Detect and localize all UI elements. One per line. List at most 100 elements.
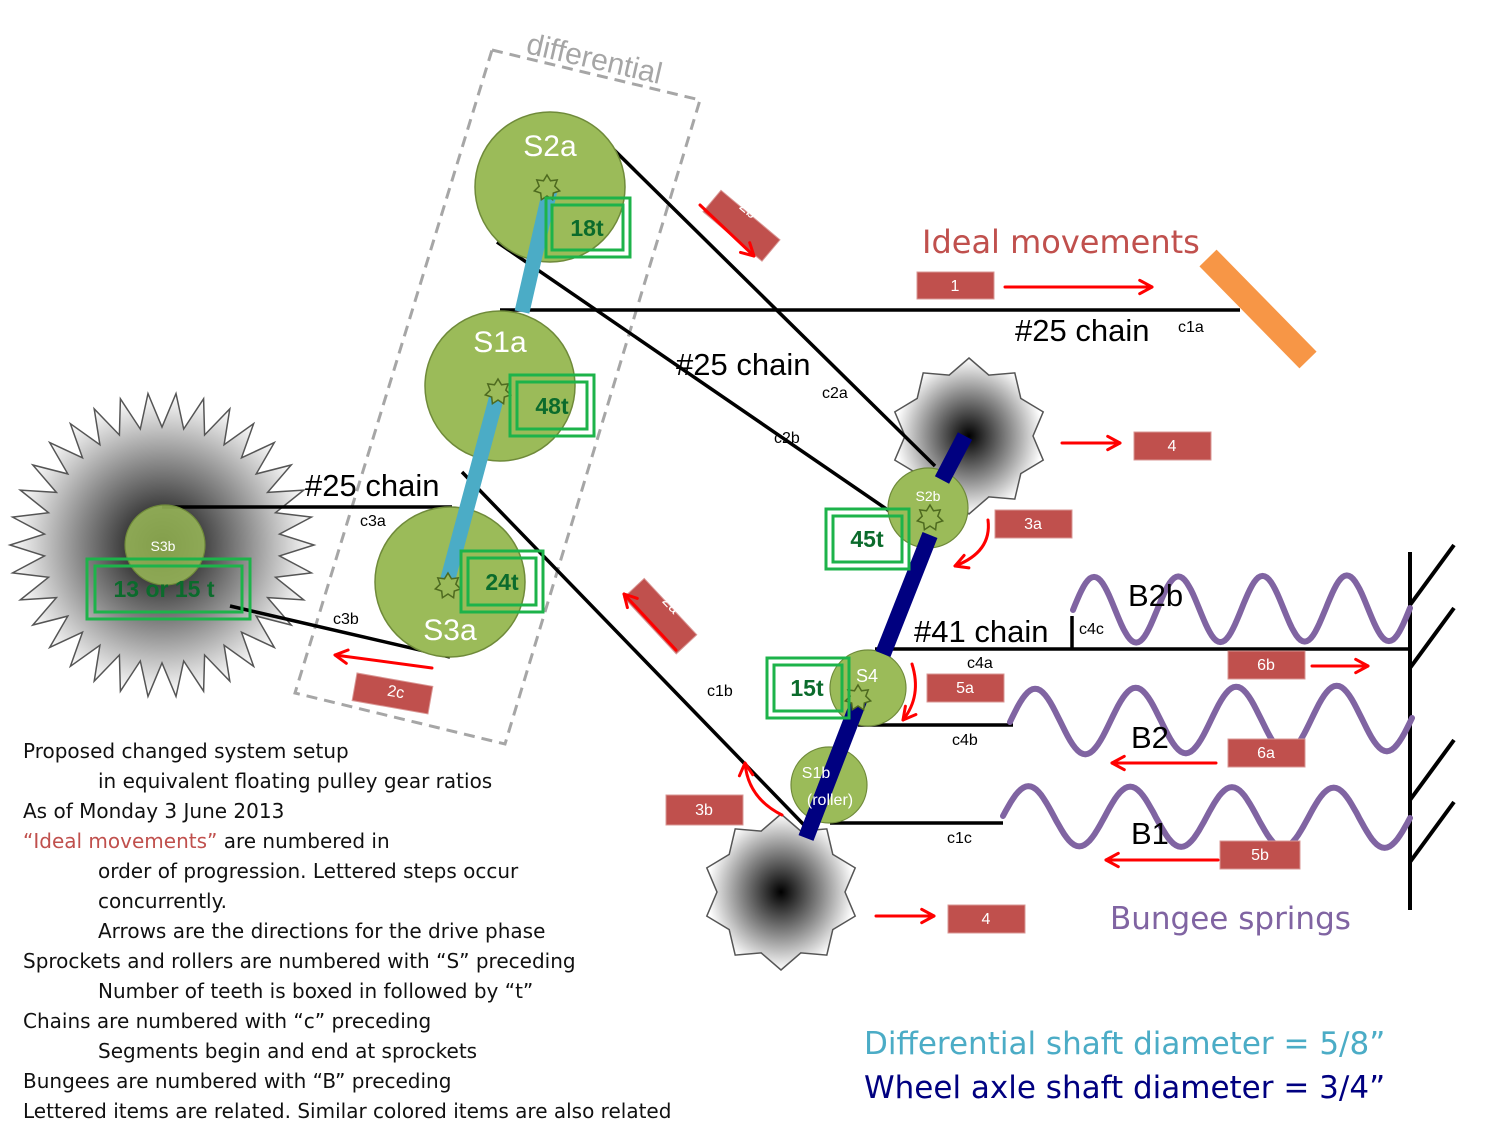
teeth-box-48t-outer bbox=[508, 373, 596, 438]
wheel-axle-shaft-top bbox=[934, 432, 973, 484]
arrow-step-2b bbox=[698, 203, 756, 258]
label-s1b-roller: (roller) bbox=[807, 792, 853, 809]
label-s2b: S2b bbox=[916, 488, 941, 504]
differential-shaft-diameter: Differential shaft diameter = 5/8” bbox=[864, 1026, 1386, 1062]
bungee-springs-title: Bungee springs bbox=[1110, 901, 1351, 937]
chain-25-label-left: #25 chain bbox=[305, 468, 439, 503]
step-5b-label: 5b bbox=[1251, 847, 1269, 864]
teeth-box-24t-outer bbox=[459, 549, 545, 614]
bungee-spring-b2b bbox=[1070, 572, 1413, 646]
label-s3b: S3b bbox=[151, 538, 176, 554]
bungee-spring-b2 bbox=[1007, 682, 1415, 758]
step-6a-label: 6a bbox=[1257, 745, 1275, 762]
note-line-2: in equivalent floating pulley gear ratio… bbox=[98, 769, 493, 793]
teeth-48t: 48t bbox=[535, 393, 569, 419]
arrow-step-4-top-head bbox=[1106, 434, 1122, 452]
teeth-15t: 15t bbox=[790, 675, 824, 701]
label-c2b: c2b bbox=[774, 430, 800, 447]
teeth-box-18t-outer bbox=[544, 196, 632, 259]
arrow-step-6a-head bbox=[1110, 754, 1126, 772]
arrow-step-4-bottom-head bbox=[920, 907, 936, 925]
teeth-box-13-15t-inner bbox=[93, 564, 244, 614]
teeth-45t: 45t bbox=[850, 526, 884, 552]
arrow-step-3b-head bbox=[737, 761, 755, 778]
step-6a-badge bbox=[1227, 738, 1306, 768]
differential-shaft-lower bbox=[438, 390, 506, 588]
teeth-24t: 24t bbox=[485, 569, 519, 595]
step-4-label-bottom: 4 bbox=[982, 911, 991, 928]
arrow-step-3a-head bbox=[953, 553, 971, 570]
anchor-wall bbox=[1408, 543, 1456, 910]
label-c1a: c1a bbox=[1178, 319, 1204, 336]
chain-c2b bbox=[496, 240, 918, 532]
teeth-box-15t-inner bbox=[772, 663, 844, 713]
label-c4c: c4c bbox=[1079, 621, 1104, 638]
differential-label: differential bbox=[523, 28, 665, 91]
step-4-badge-bottom bbox=[947, 904, 1026, 934]
wheel-axle-shaft-mid bbox=[875, 532, 938, 657]
step-2a-badge bbox=[623, 577, 698, 655]
note-line-8: Sprockets and rollers are numbered with … bbox=[23, 949, 576, 973]
note-line-10: Chains are numbered with “c” preceding bbox=[23, 1009, 432, 1033]
label-c1c: c1c bbox=[947, 830, 972, 847]
label-s1b: S1b bbox=[802, 765, 831, 782]
label-b2: B2 bbox=[1131, 720, 1169, 755]
chain-c2a bbox=[602, 138, 937, 468]
label-b2b: B2b bbox=[1128, 578, 1183, 613]
step-2c-label: 2c bbox=[386, 683, 406, 703]
label-s2a: S2a bbox=[523, 130, 577, 163]
arrow-step-2a-head bbox=[622, 592, 639, 610]
label-c4a: c4a bbox=[967, 655, 993, 672]
arrow-step-6b-head bbox=[1354, 657, 1370, 675]
teeth-18t: 18t bbox=[570, 215, 604, 241]
note-line-11: Segments begin and end at sprockets bbox=[98, 1039, 478, 1063]
step-2c-badge bbox=[351, 672, 434, 715]
label-s3a: S3a bbox=[423, 614, 477, 647]
note-line-4-rest: are numbered in bbox=[217, 829, 390, 853]
note-line-13: Lettered items are related. Similar colo… bbox=[23, 1099, 672, 1123]
step-3b-badge bbox=[665, 794, 744, 826]
label-c3a: c3a bbox=[360, 513, 386, 530]
teeth-box-45t-inner bbox=[831, 514, 904, 564]
step-5b-badge bbox=[1219, 840, 1301, 870]
legend-notes: Proposed changed system setup in equival… bbox=[23, 736, 671, 1126]
note-line-12: Bungees are numbered with “B” preceding bbox=[23, 1069, 452, 1093]
step-5a-label: 5a bbox=[956, 680, 974, 697]
chain-25-label-mid: #25 chain bbox=[676, 347, 810, 382]
hub-star-s1a bbox=[483, 377, 513, 406]
label-c1b: c1b bbox=[707, 683, 733, 700]
note-ideal-movements-quote: “Ideal movements” bbox=[23, 829, 218, 853]
arrow-step-1-head bbox=[1138, 278, 1154, 296]
step-5a-badge bbox=[926, 673, 1005, 703]
note-line-9: Number of teeth is boxed in followed by … bbox=[98, 979, 534, 1003]
teeth-box-45t-outer bbox=[824, 507, 911, 571]
label-s1a: S1a bbox=[473, 326, 527, 359]
step-1-label: 1 bbox=[951, 278, 960, 295]
step-4-badge-top bbox=[1133, 431, 1212, 461]
chain-c3b bbox=[229, 604, 451, 659]
step-6b-label: 6b bbox=[1257, 657, 1275, 674]
step-6b-badge bbox=[1227, 650, 1306, 680]
note-line-7: Arrows are the directions for the drive … bbox=[98, 919, 546, 943]
step-3b-label: 3b bbox=[695, 802, 713, 819]
teeth-box-48t-inner bbox=[515, 380, 589, 431]
orange-paddle bbox=[1199, 249, 1317, 369]
teeth-box-18t-inner bbox=[550, 203, 625, 252]
note-line-3: As of Monday 3 June 2013 bbox=[23, 799, 285, 823]
step-3a-label: 3a bbox=[1024, 516, 1042, 533]
teeth-box-24t-inner bbox=[466, 556, 538, 607]
ideal-movements-title: Ideal movements bbox=[922, 223, 1200, 261]
chain-41-label: #41 chain bbox=[914, 614, 1048, 649]
arrow-step-2c bbox=[333, 653, 434, 670]
label-c3b: c3b bbox=[333, 611, 359, 628]
arrow-step-3a bbox=[953, 518, 990, 568]
label-c2a: c2a bbox=[822, 385, 848, 402]
wheel-gear-lower bbox=[705, 813, 857, 971]
arrow-step-5b-head bbox=[1104, 851, 1120, 869]
arrow-step-2c-head bbox=[333, 648, 350, 665]
hub-star-s3a bbox=[433, 571, 463, 600]
note-line-6: concurrently. bbox=[98, 889, 227, 913]
bungee-spring-b1 bbox=[1000, 783, 1413, 851]
arrow-step-5a bbox=[901, 662, 917, 722]
